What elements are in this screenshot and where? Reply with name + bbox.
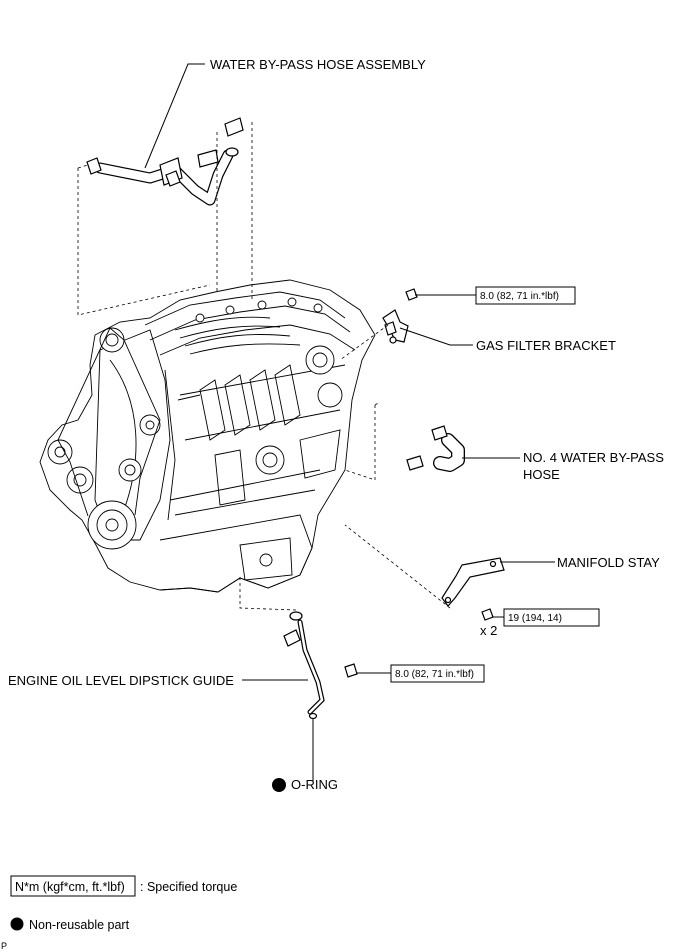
- manifold-stay-bolt: [481, 608, 494, 621]
- exploded-view-dashed-lines: [77, 122, 451, 611]
- non-reusable-marker: [272, 778, 286, 792]
- torque-box-manifold-stay: [503, 608, 600, 627]
- torque-value-gas-filter-bracket: 8.0 (82, 71 in.*lbf): [480, 291, 559, 302]
- torque-box-dipstick-guide: [390, 664, 485, 683]
- label-no4-water-bypass-hose-line2: HOSE: [523, 467, 560, 482]
- no4-water-bypass-hose-part: [406, 425, 465, 472]
- legend-torque-box: [10, 875, 136, 897]
- label-engine-oil-level-dipstick-guide: ENGINE OIL LEVEL DIPSTICK GUIDE: [8, 673, 234, 688]
- torque-value-manifold-stay: 19 (194, 14): [508, 613, 562, 624]
- legend-torque-description: : Specified torque: [140, 880, 237, 894]
- dipstick-guide-bolt: [344, 663, 358, 678]
- corner-mark: P: [1, 941, 7, 951]
- label-manifold-stay: MANIFOLD STAY: [557, 555, 660, 570]
- o-ring-part: [308, 712, 318, 720]
- gas-filter-bracket-bolt: [405, 288, 418, 301]
- torque-value-dipstick-guide: 8.0 (82, 71 in.*lbf): [395, 669, 474, 680]
- engine-oil-level-dipstick-guide-part: [283, 611, 325, 715]
- leader-lines: [144, 63, 555, 782]
- gas-filter-bracket-part: [382, 309, 409, 344]
- torque-box-gas-filter-bracket: [475, 286, 576, 305]
- legend-non-reusable-marker: [10, 917, 24, 931]
- manifold-stay-bolt-quantity: x 2: [480, 623, 497, 638]
- manifold-stay-part: [441, 557, 505, 607]
- water-bypass-hose-assembly-part: [86, 117, 244, 206]
- legend-torque-unit: N*m (kgf*cm, ft.*lbf): [15, 880, 125, 894]
- legend-non-reusable-description: Non-reusable part: [29, 918, 130, 932]
- label-water-bypass-hose-assembly: WATER BY-PASS HOSE ASSEMBLY: [210, 57, 426, 72]
- engine-assembly-illustration: [39, 279, 376, 593]
- label-gas-filter-bracket: GAS FILTER BRACKET: [476, 338, 616, 353]
- label-o-ring: O-RING: [291, 777, 338, 792]
- legend: N*m (kgf*cm, ft.*lbf) : Specified torque…: [10, 875, 237, 932]
- label-no4-water-bypass-hose-line1: NO. 4 WATER BY-PASS: [523, 450, 664, 465]
